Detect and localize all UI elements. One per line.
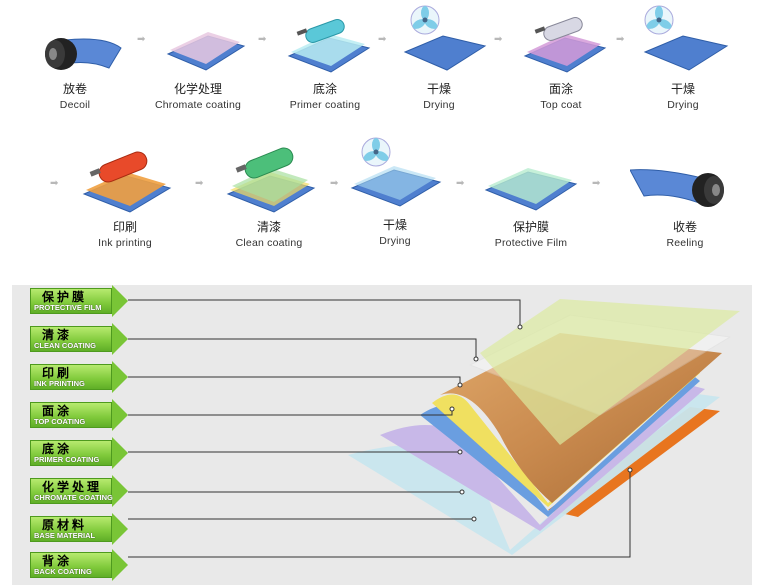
step-en-label: Primer coating xyxy=(270,99,380,111)
step-ink-printing: 印刷 Ink printing xyxy=(70,150,180,249)
step-topcoat: 面涂 Top coat xyxy=(506,10,616,111)
layer-en-label: INK PRINTING xyxy=(34,379,85,388)
layer-en-label: CLEAN COATING xyxy=(34,341,96,350)
step-en-label: Drying xyxy=(384,99,494,111)
fan-icon xyxy=(340,134,450,214)
step-reeling: 收卷 Reeling xyxy=(630,152,740,249)
step-cn-label: 干燥 xyxy=(628,80,738,97)
layer-tag-top-coating: 面涂 TOP COATING xyxy=(30,399,128,431)
ink-roller-icon xyxy=(70,150,180,216)
layer-tag-ink-printing: 印刷 INK PRINTING xyxy=(30,361,128,393)
step-cn-label: 清漆 xyxy=(214,218,324,235)
layer-en-label: PRIMER COATING xyxy=(34,455,99,464)
arrow-tip-icon xyxy=(112,475,128,507)
step-en-label: Ink printing xyxy=(70,237,180,249)
step-cn-label: 干燥 xyxy=(384,80,494,97)
fan-icon xyxy=(389,4,489,78)
layer-en-label: CHROMATE COATING xyxy=(34,493,113,502)
step-drying-1: 干燥 Drying xyxy=(384,4,494,111)
layer-tag-back-coating: 背涂 BACK COATING xyxy=(30,549,128,581)
layer-en-label: PROTECTIVE FILM xyxy=(34,303,102,312)
step-en-label: Chromate coating xyxy=(143,99,253,111)
layer-en-label: TOP COATING xyxy=(34,417,85,426)
step-cn-label: 保护膜 xyxy=(476,218,586,235)
layer-en-label: BASE MATERIAL xyxy=(34,531,95,540)
chromate-sheet-icon xyxy=(148,18,248,78)
arrow-tip-icon xyxy=(112,285,128,317)
arrow-icon: ➡ xyxy=(592,178,600,189)
step-drying-3: 干燥 Drying xyxy=(340,134,450,247)
step-en-label: Protective Film xyxy=(476,237,586,249)
reeling-roll-icon xyxy=(630,152,740,216)
step-en-label: Drying xyxy=(340,235,450,247)
arrow-icon: ➡ xyxy=(494,34,502,45)
arrow-tip-icon xyxy=(112,437,128,469)
step-cn-label: 面涂 xyxy=(506,80,616,97)
step-cn-label: 干燥 xyxy=(340,216,450,233)
step-cn-label: 底涂 xyxy=(270,80,380,97)
arrow-tip-icon xyxy=(112,399,128,431)
process-flow: 放卷 Decoil ➡ 化学处理 Chromate coating ➡ 底涂 P… xyxy=(0,0,778,280)
layer-en-label: BACK COATING xyxy=(34,567,92,576)
arrow-icon: ➡ xyxy=(195,178,203,189)
layer-structure-diagram: 保护膜 PROTECTIVE FILM 清漆 CLEAN COATING 印刷 … xyxy=(0,285,778,588)
arrow-icon: ➡ xyxy=(258,34,266,45)
decoil-roll-icon xyxy=(25,18,125,78)
step-en-label: Clean coating xyxy=(214,237,324,249)
step-en-label: Decoil xyxy=(20,99,130,111)
step-protective-film: 保护膜 Protective Film xyxy=(476,152,586,249)
step-primer: 底涂 Primer coating xyxy=(270,14,380,111)
arrow-tip-icon xyxy=(112,549,128,581)
step-cn-label: 放卷 xyxy=(20,80,130,97)
arrow-tip-icon xyxy=(112,361,128,393)
arrow-icon: ➡ xyxy=(616,34,624,45)
arrow-tip-icon xyxy=(112,323,128,355)
arrow-icon: ➡ xyxy=(330,178,338,189)
layer-tag-chromate-coating: 化学处理 CHROMATE COATING xyxy=(30,475,128,507)
topcoat-roller-icon xyxy=(511,10,611,78)
layer-tag-clean-coating: 清漆 CLEAN COATING xyxy=(30,323,128,355)
step-drying-2: 干燥 Drying xyxy=(628,4,738,111)
step-chromate: 化学处理 Chromate coating xyxy=(143,18,253,111)
step-en-label: Drying xyxy=(628,99,738,111)
primer-roller-icon xyxy=(275,14,375,78)
step-en-label: Reeling xyxy=(630,237,740,249)
fan-icon xyxy=(633,4,733,78)
step-decoil: 放卷 Decoil xyxy=(20,18,130,111)
step-cn-label: 化学处理 xyxy=(143,80,253,97)
arrow-icon: ➡ xyxy=(456,178,464,189)
step-cn-label: 印刷 xyxy=(70,218,180,235)
layer-tag-protective-film: 保护膜 PROTECTIVE FILM xyxy=(30,285,128,317)
step-en-label: Top coat xyxy=(506,99,616,111)
arrow-tip-icon xyxy=(112,513,128,545)
layer-tag-primer-coating: 底涂 PRIMER COATING xyxy=(30,437,128,469)
arrow-icon: ➡ xyxy=(50,178,58,189)
layer-tag-base-material: 原材料 BASE MATERIAL xyxy=(30,513,128,545)
step-cn-label: 收卷 xyxy=(630,218,740,235)
step-clean-coating: 清漆 Clean coating xyxy=(214,146,324,249)
film-sheet-icon xyxy=(476,152,586,216)
clean-roller-icon xyxy=(214,146,324,216)
